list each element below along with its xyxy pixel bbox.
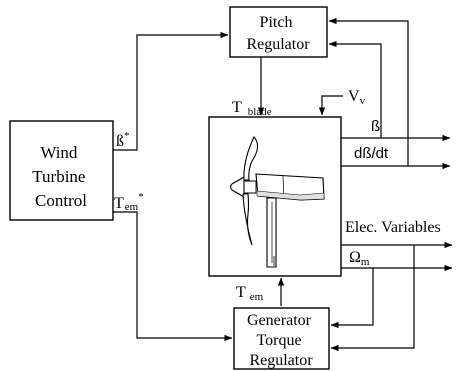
- omega-m-feedback-line: [330, 268, 374, 329]
- dbeta-dt-feedback-line: [328, 17, 409, 166]
- tem-ref-label: Tem*: [114, 191, 144, 213]
- wind-speed-line: [318, 95, 343, 116]
- wind-turbine-control-line-2: Turbine: [32, 167, 85, 186]
- svg-text:Wind Turbine Contr: Wind Turbine Control: [32, 143, 89, 210]
- wind-turbine-control-line-1: Wind: [40, 143, 78, 162]
- beta-ref-label: ß*: [116, 130, 130, 150]
- beta-label: ß: [371, 118, 380, 135]
- pitch-regulator-block: Pitch Regulator: [229, 6, 328, 58]
- generator-torque-regulator-block: Generator Torque Regulator: [233, 307, 330, 370]
- generator-torque-regulator-line-1: Generator: [247, 312, 312, 329]
- omega-m-label: Ωm: [349, 249, 370, 268]
- beta-ref-line: [113, 31, 229, 151]
- svg-text:Generator Torque R: Generator Torque Regulator: [247, 312, 315, 369]
- wind-turbine-control-block: Wind Turbine Control: [9, 120, 114, 221]
- pitch-regulator-line-1: Pitch: [260, 14, 293, 31]
- generator-torque-regulator-line-2: Torque: [256, 332, 301, 349]
- generator-torque-regulator-line-3: Regulator: [249, 352, 313, 369]
- pitch-regulator-line-2: Regulator: [246, 36, 310, 53]
- tem-ref-line: [113, 211, 233, 342]
- beta-feedback-line: [328, 40, 382, 138]
- dbeta-dt-label: dß/dt: [354, 145, 389, 162]
- wind-turbine-control-line-3: Control: [35, 191, 87, 210]
- elec-variables-label: Elec. Variables: [345, 219, 441, 236]
- elec-variables-feedback-line: [330, 245, 415, 352]
- wind-turbine-icon: [229, 136, 325, 268]
- wind-speed-label: Vv: [348, 88, 366, 107]
- svg-text:Pitch Regulator: Pitch Regulator: [246, 14, 310, 53]
